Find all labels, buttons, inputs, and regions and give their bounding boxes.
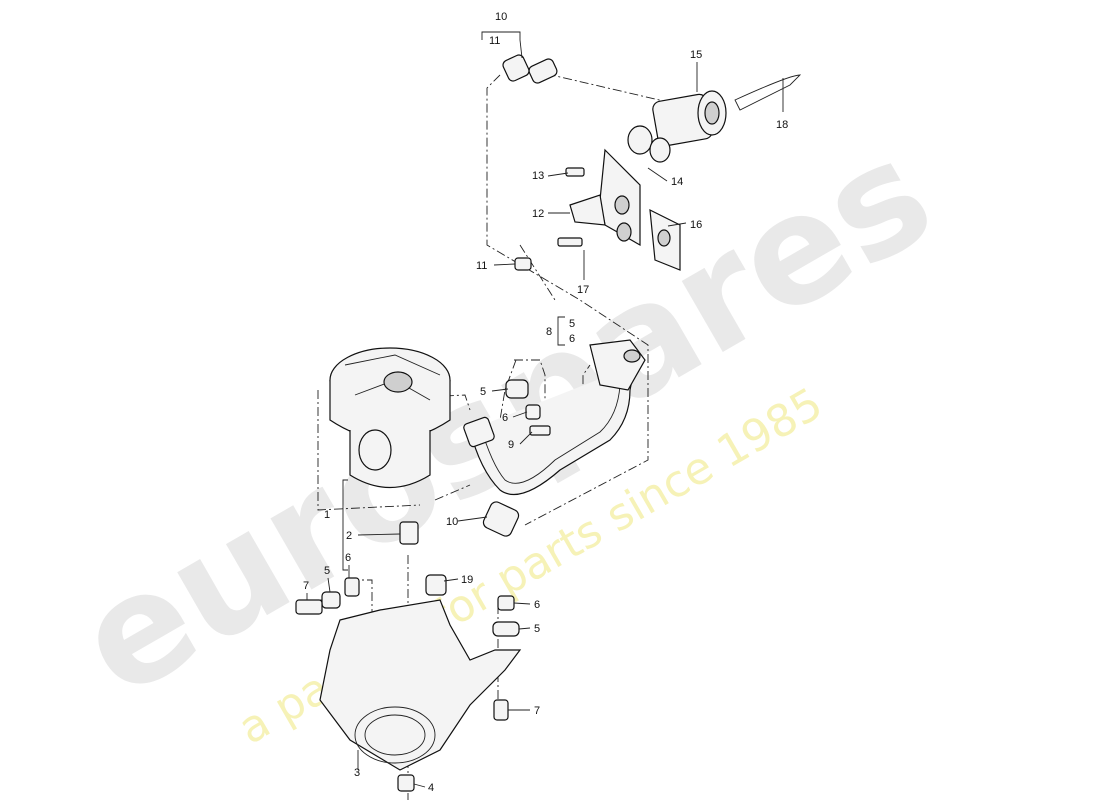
callout-4: 4	[428, 782, 434, 794]
callout-6c: 6	[345, 552, 351, 564]
callout-1: 1	[324, 509, 330, 521]
callout-15: 15	[690, 49, 702, 61]
callout-2: 2	[346, 530, 352, 542]
callout-6a: 6	[569, 333, 575, 345]
callout-6b: 6	[502, 412, 508, 424]
air-pipe-assembly	[463, 339, 646, 496]
callout-7a: 7	[303, 580, 309, 592]
callout-18: 18	[776, 119, 788, 131]
callout-5c: 5	[324, 565, 330, 577]
callout-17: 17	[577, 284, 589, 296]
callout-9: 9	[508, 439, 514, 451]
callout-5b: 5	[480, 386, 486, 398]
callout-19: 19	[461, 574, 473, 586]
callout-16: 16	[690, 219, 702, 231]
check-valve	[627, 90, 727, 163]
callout-12: 12	[532, 208, 544, 220]
leader-lines	[306, 31, 784, 788]
callout-11: 11	[489, 35, 500, 47]
callout-5a: 5	[569, 318, 575, 330]
callout-13: 13	[532, 170, 544, 182]
callout-14: 14	[671, 176, 683, 188]
callout-10b: 10	[446, 516, 458, 528]
callout-6d: 6	[534, 599, 540, 611]
callout-5d: 5	[534, 623, 540, 635]
callout-labels: 10 11 15 18 13 14 12 16 11 17 8 5 6 5 6 …	[303, 11, 788, 794]
air-pump	[329, 347, 451, 489]
callout-3: 3	[354, 767, 360, 779]
callout-10: 10	[495, 11, 507, 23]
callout-8: 8	[546, 326, 552, 338]
bracket	[319, 599, 522, 771]
callout-11b: 11	[476, 260, 487, 272]
callout-7b: 7	[534, 705, 540, 717]
small-parts	[295, 54, 802, 792]
